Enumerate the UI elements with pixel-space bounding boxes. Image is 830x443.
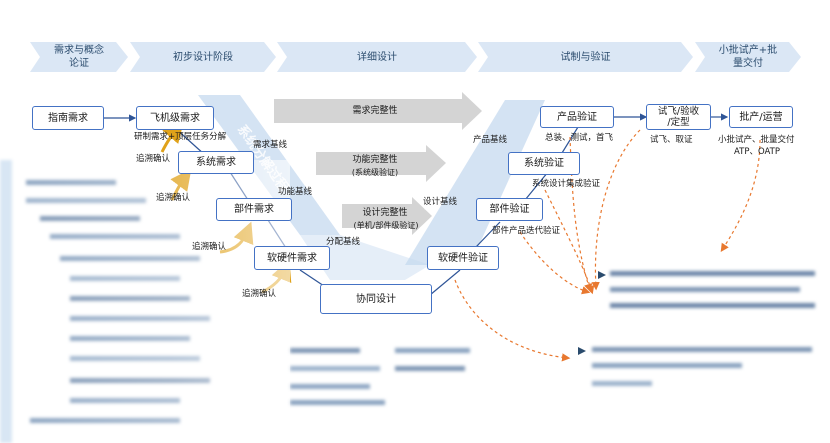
box-aircraft-requirement: 飞机级需求 xyxy=(136,106,214,130)
label-atp-oatp: ATP、OATP xyxy=(734,147,780,157)
label-system-integration-verify: 系统设计集成验证 xyxy=(532,179,601,189)
box-batch-ops: 批产/运营 xyxy=(729,106,793,128)
label-alloc-baseline: 分配基线 xyxy=(326,237,361,247)
label-trace-3: 追溯确认 xyxy=(192,242,227,252)
label-part-iteration-verify: 部件产品迭代验证 xyxy=(492,226,561,236)
label-req-baseline: 需求基线 xyxy=(253,140,288,150)
label-dev-requirement: 研制需求+顶层任务分解 xyxy=(134,132,227,142)
box-hwsw-requirement: 软硬件需求 xyxy=(254,246,330,270)
phase-concept: 需求与概念 论证 xyxy=(30,42,128,72)
grey-arrow-2 xyxy=(316,145,446,182)
grey-arrow-3 xyxy=(342,197,432,235)
phase-preliminary-label: 初步设计阶段 xyxy=(173,51,233,63)
label-trace-1: 追溯确认 xyxy=(136,154,171,164)
box-flight-accept: 试飞/验收 /定型 xyxy=(646,104,711,130)
box-system-verify: 系统验证 xyxy=(508,152,580,175)
func-integrity-sub: (系统级验证) xyxy=(351,168,399,177)
box-co-design: 协同设计 xyxy=(320,284,432,314)
design-integrity-sub: (单机/部件级验证) xyxy=(353,221,419,230)
box-hwsw-verify: 软硬件验证 xyxy=(427,246,499,270)
req-integrity-label: 需求完整性 xyxy=(352,106,398,116)
phase-preliminary: 初步设计阶段 xyxy=(130,42,276,72)
phase-trial-label: 试制与验证 xyxy=(560,51,611,63)
label-design-baseline: 设计基线 xyxy=(423,197,458,207)
box-guide-requirement: 指南需求 xyxy=(32,106,104,130)
box-product-verify: 产品验证 xyxy=(540,106,614,128)
grey-arrow-1 xyxy=(274,92,482,130)
blurred-content-right xyxy=(592,271,815,386)
label-product-baseline: 产品基线 xyxy=(473,135,508,145)
phase-detailed: 详细设计 xyxy=(277,42,477,72)
blurred-content-middle xyxy=(290,348,470,405)
label-trace-4: 追溯确认 xyxy=(242,289,277,299)
label-flight-cert: 试飞、取证 xyxy=(650,135,693,145)
v-band-right xyxy=(405,100,545,265)
label-trace-2: 追溯确认 xyxy=(156,193,191,203)
phase-concept-label: 需求与概念 论证 xyxy=(54,45,104,69)
label-assembly-test: 总装、测试，首飞 xyxy=(545,133,614,143)
phase-trial: 试制与验证 xyxy=(478,42,693,72)
box-part-verify: 部件验证 xyxy=(476,198,543,221)
phase-delivery-label: 小批试产+批 量交付 xyxy=(718,45,778,69)
func-integrity-label: 功能完整性 xyxy=(352,155,398,165)
label-func-baseline: 功能基线 xyxy=(278,187,313,197)
label-small-batch: 小批试产、批量交付 xyxy=(718,135,795,145)
box-part-requirement: 部件需求 xyxy=(216,198,292,221)
box-system-requirement: 系统需求 xyxy=(178,151,254,174)
v-band-bottom xyxy=(300,235,430,280)
design-integrity-label: 设计完整性 xyxy=(362,208,408,218)
phase-detailed-label: 详细设计 xyxy=(357,51,397,63)
phase-delivery: 小批试产+批 量交付 xyxy=(695,42,801,72)
